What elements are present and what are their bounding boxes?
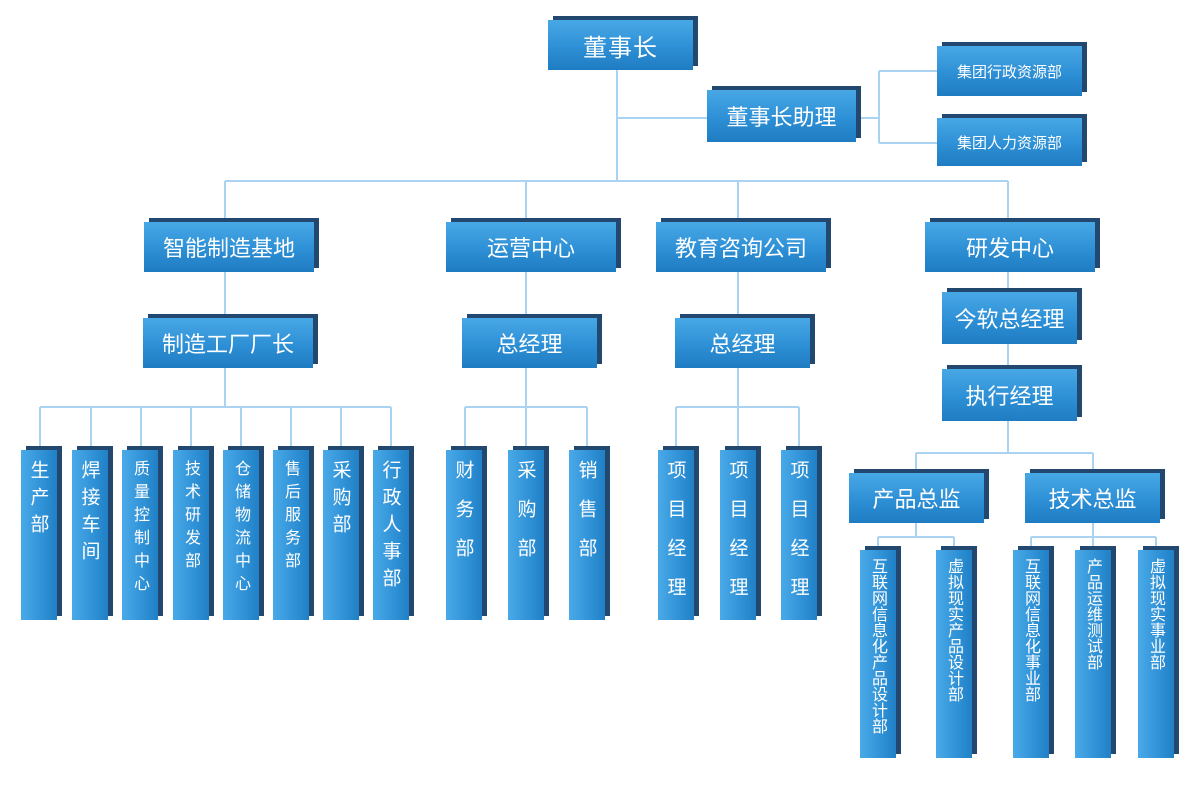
factory-director-box: 制造工厂厂长 bbox=[143, 318, 313, 368]
dept-quality-control: 质量控制中心 bbox=[122, 450, 158, 620]
dept-tech-rd: 技术研发部 bbox=[173, 450, 209, 620]
dept-finance: 财务部 bbox=[446, 450, 482, 620]
rnd-exec-box: 执行经理 bbox=[942, 369, 1077, 421]
rnd-box: 研发中心 bbox=[925, 222, 1095, 272]
operations-box: 运营中心 bbox=[446, 222, 616, 272]
tech-director-box: 技术总监 bbox=[1025, 473, 1160, 523]
dept-internet-product-design: 互联网信息化产品设计部 bbox=[860, 550, 896, 758]
project-manager-2: 项目经理 bbox=[720, 450, 756, 620]
project-manager-3: 项目经理 bbox=[781, 450, 817, 620]
dept-sales: 销售部 bbox=[569, 450, 605, 620]
dept-ops-testing: 产品运维测试部 bbox=[1075, 550, 1111, 758]
education-gm-box: 总经理 bbox=[675, 318, 810, 368]
project-manager-1: 项目经理 bbox=[658, 450, 694, 620]
dept-logistics: 仓储物流中心 bbox=[223, 450, 259, 620]
education-box: 教育咨询公司 bbox=[656, 222, 826, 272]
dept-vr-business: 虚拟现实事业部 bbox=[1138, 550, 1174, 758]
dept-vr-product-design: 虚拟现实产品设计部 bbox=[936, 550, 972, 758]
group-admin-dept-box: 集团行政资源部 bbox=[937, 46, 1082, 96]
dept-purchasing-ops: 采购部 bbox=[508, 450, 544, 620]
dept-welding-workshop: 焊接车间 bbox=[72, 450, 108, 620]
rnd-gm-box: 今软总经理 bbox=[942, 292, 1077, 344]
manufacturing-box: 智能制造基地 bbox=[144, 222, 314, 272]
chairman-box: 董事长 bbox=[548, 20, 693, 70]
dept-production: 生产部 bbox=[21, 450, 57, 620]
chairman-assistant-box: 董事长助理 bbox=[707, 90, 856, 142]
product-director-box: 产品总监 bbox=[849, 473, 984, 523]
dept-admin-hr: 行政人事部 bbox=[373, 450, 409, 620]
dept-internet-business: 互联网信息化事业部 bbox=[1013, 550, 1049, 758]
group-hr-dept-box: 集团人力资源部 bbox=[937, 118, 1082, 166]
operations-gm-box: 总经理 bbox=[462, 318, 597, 368]
dept-purchasing-mfg: 采购部 bbox=[323, 450, 359, 620]
dept-after-sales: 售后服务部 bbox=[273, 450, 309, 620]
